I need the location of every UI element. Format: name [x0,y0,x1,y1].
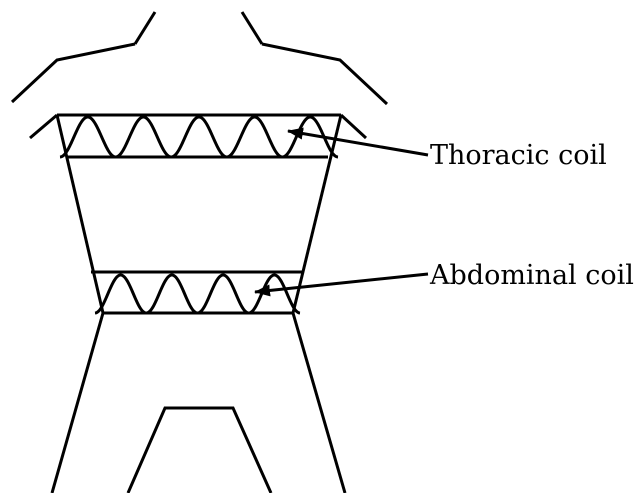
thoracic-coil-label: Thoracic coil [430,140,607,171]
torso-left-side [57,115,103,313]
crotch-line [128,408,271,493]
neck-right-line [242,12,262,44]
right-shoulder-line [262,44,387,104]
abdominal-coil-wave [95,275,300,313]
neck-left-line [135,12,155,44]
right-leg-outer [293,313,345,493]
thoracic-coil-wave [60,117,338,157]
left-armpit-line [30,115,57,138]
left-shoulder-line [12,44,135,102]
left-leg-outer [52,313,103,493]
right-armpit-line [341,115,366,138]
abdominal-coil-label: Abdominal coil [429,260,634,291]
thoracic-arrow [288,131,428,155]
